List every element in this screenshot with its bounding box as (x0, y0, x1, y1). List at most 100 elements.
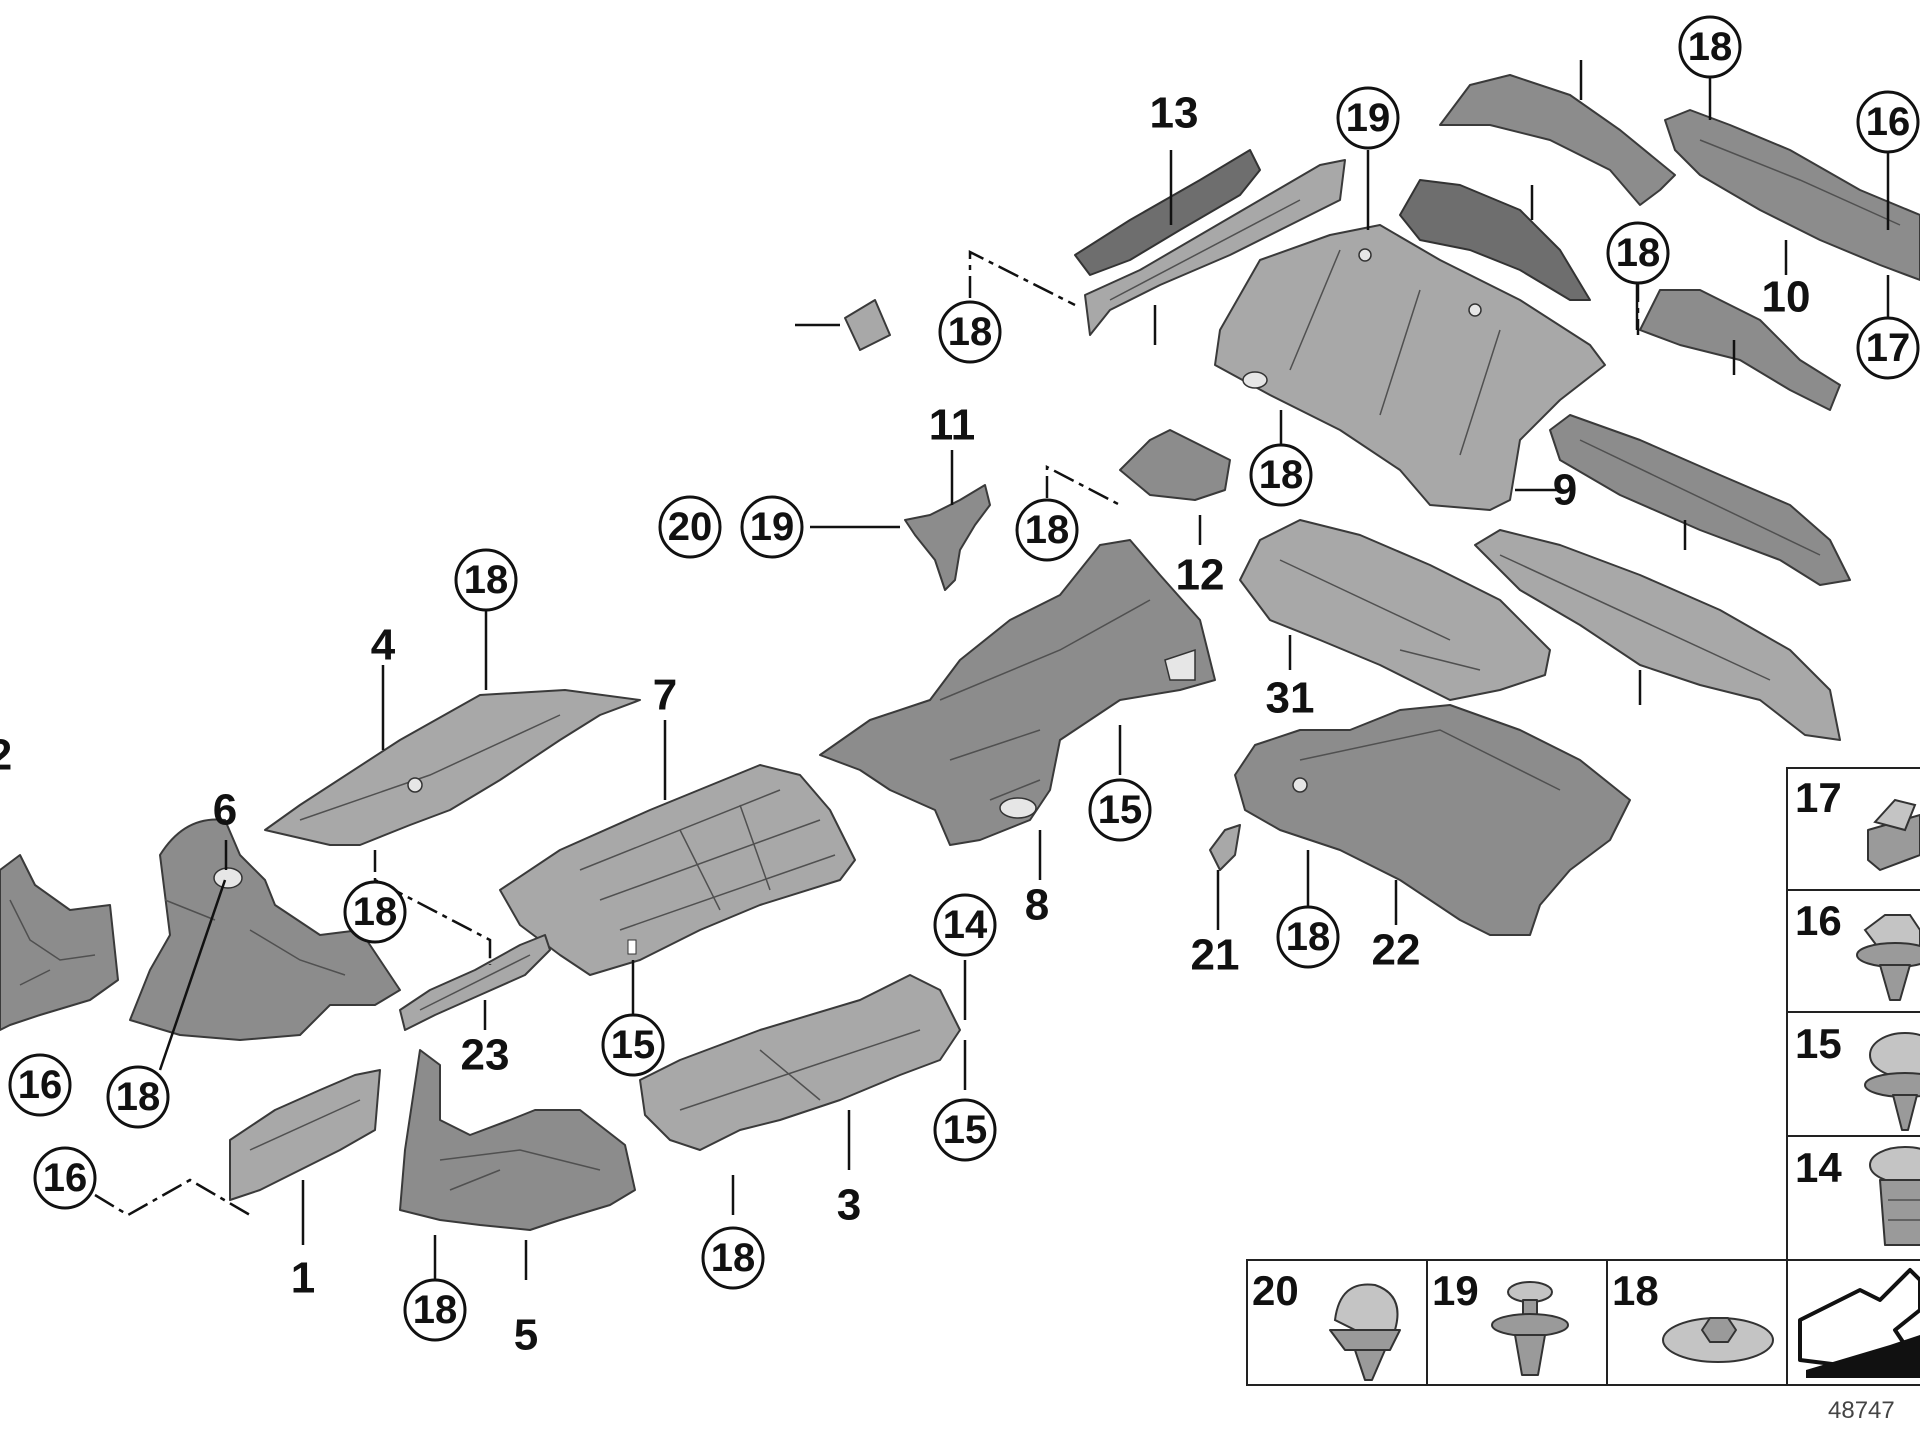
callout-18: 18 (403, 1278, 467, 1342)
part-10-shape (1664, 109, 1920, 281)
part-31-shape (1439, 74, 1676, 206)
svg-text:18: 18 (1612, 1267, 1659, 1314)
callout-18: 18 (454, 548, 518, 612)
direction-arrow-icon (1798, 1268, 1920, 1378)
part-3-shape (639, 974, 961, 1151)
part-label-2: 2 (0, 731, 12, 780)
screw-rivet-icon (1491, 1281, 1569, 1376)
part-label-6: 6 (213, 786, 237, 835)
fastener-callouts: 18 19 16 18 17 18 18 20 19 18 18 15 18 1… (8, 15, 1920, 1342)
legend-item-16: 16 (1795, 897, 1920, 1001)
clip-nut-icon (1867, 798, 1920, 871)
legend-item-14: 14 (1795, 1144, 1920, 1246)
part-9-shape (1214, 224, 1606, 511)
figure-id: 48747 (1828, 1397, 1895, 1424)
assembly-lines (94, 249, 1640, 1217)
svg-text:17: 17 (1866, 326, 1911, 370)
part-1-shape (229, 1069, 381, 1201)
hex-push-rivet-icon (1856, 914, 1920, 1001)
callout-18: 18 (1276, 905, 1340, 969)
svg-text:16: 16 (1795, 897, 1842, 944)
svg-text:17: 17 (1795, 774, 1842, 821)
part-2-shape (0, 854, 119, 1031)
svg-text:19: 19 (1432, 1267, 1479, 1314)
callout-16: 16 (8, 1053, 72, 1117)
svg-text:18: 18 (413, 1288, 458, 1332)
part-12-shape (1119, 429, 1231, 501)
part-28-shape (844, 299, 891, 351)
part-label-12: 12 (1176, 551, 1225, 600)
svg-text:18: 18 (1259, 453, 1304, 497)
callout-15: 15 (1088, 778, 1152, 842)
svg-text:15: 15 (611, 1023, 656, 1067)
leader-lines (158, 60, 1890, 1285)
svg-text:16: 16 (18, 1063, 63, 1107)
part-7-shape (499, 764, 856, 976)
part-29-shape (1399, 179, 1591, 301)
callout-18: 18 (1678, 15, 1742, 79)
part-shapes (0, 74, 1920, 1231)
svg-text:20: 20 (1252, 1267, 1299, 1314)
svg-text:18: 18 (1688, 25, 1733, 69)
part-label-9: 9 (1553, 466, 1577, 515)
part-25-shape (1474, 529, 1841, 741)
part-5-shape (399, 1049, 636, 1231)
callout-20: 20 (658, 495, 722, 559)
svg-text:15: 15 (943, 1108, 988, 1152)
part-label-10: 10 (1762, 273, 1811, 322)
svg-text:18: 18 (464, 558, 509, 602)
part-label-3: 3 (837, 1181, 861, 1230)
svg-text:18: 18 (711, 1236, 756, 1280)
svg-text:14: 14 (943, 903, 988, 947)
callout-18: 18 (1606, 221, 1670, 285)
svg-text:15: 15 (1795, 1020, 1842, 1067)
callout-18: 18 (1249, 443, 1313, 507)
part-label-23: 23 (461, 1031, 510, 1080)
svg-text:20: 20 (668, 505, 713, 549)
legend-item-20: 20 (1252, 1267, 1401, 1381)
cable-clip-icon (1329, 1283, 1401, 1381)
part-label-4: 4 (371, 621, 396, 670)
legend-item-19: 19 (1432, 1267, 1569, 1376)
part-label-5: 5 (514, 1311, 538, 1360)
svg-text:18: 18 (1616, 231, 1661, 275)
callout-16: 16 (33, 1146, 97, 1210)
part-6-shape (129, 818, 401, 1041)
svg-text:16: 16 (43, 1156, 88, 1200)
callout-18: 18 (1015, 498, 1079, 562)
fastener-legend: 17 16 15 14 (1246, 767, 1920, 1424)
expanding-nut-icon (1869, 1146, 1920, 1246)
callout-19: 19 (740, 495, 804, 559)
callout-15: 15 (601, 1013, 665, 1077)
legend-item-17: 17 (1795, 774, 1920, 871)
callout-18: 18 (343, 880, 407, 944)
callout-15: 15 (933, 1098, 997, 1162)
callout-17: 17 (1856, 316, 1920, 380)
svg-text:18: 18 (116, 1075, 161, 1119)
part-26-shape (1084, 159, 1346, 336)
part-label-21: 21 (1191, 931, 1240, 980)
part-23-shape (399, 934, 551, 1031)
legend-item-18: 18 (1612, 1267, 1774, 1363)
part-24-shape (1239, 519, 1551, 701)
legend-item-15: 15 (1795, 1020, 1920, 1131)
callout-18: 18 (106, 1065, 170, 1129)
flange-nut-icon (1662, 1317, 1774, 1363)
svg-text:18: 18 (948, 310, 993, 354)
part-27-shape (1549, 414, 1851, 586)
callout-16: 16 (1856, 90, 1920, 154)
part-4-shape (264, 689, 641, 846)
part-13-shape (1074, 149, 1261, 276)
svg-text:18: 18 (1025, 508, 1070, 552)
svg-text:16: 16 (1866, 100, 1911, 144)
part-22-shape (1234, 704, 1631, 936)
part-label-8: 8 (1025, 881, 1049, 930)
part-8-shape (819, 539, 1216, 846)
part-label-24: 31 (1266, 674, 1315, 723)
part-11-shape (904, 484, 991, 591)
part-30-shape (1639, 289, 1841, 411)
callout-14: 14 (933, 893, 997, 957)
svg-text:19: 19 (1346, 96, 1391, 140)
svg-text:14: 14 (1795, 1144, 1842, 1191)
